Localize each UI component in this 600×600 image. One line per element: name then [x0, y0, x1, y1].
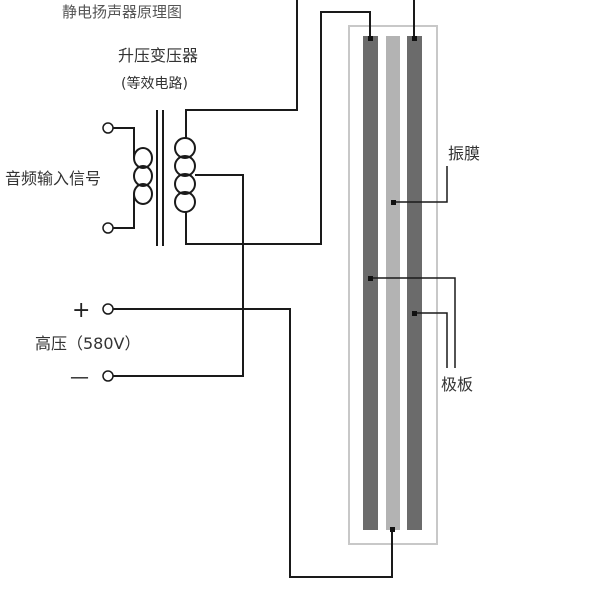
- left-plate-top-contact: [368, 36, 373, 41]
- terminals: [102, 122, 114, 382]
- primary-coil: [133, 147, 153, 205]
- wire-secondary-bottom-to-left-plate: [185, 11, 371, 245]
- transformer-label: 升压变压器: [118, 46, 198, 65]
- right-plate-top-contact: [412, 36, 417, 41]
- wires: [113, 0, 456, 578]
- hv-minus-terminal: [102, 370, 114, 382]
- leader-left-plate: [371, 277, 456, 368]
- wire-plus-to-diaphragm: [113, 308, 393, 578]
- speaker-panel: [348, 25, 438, 545]
- primary-coil-loop: [133, 165, 153, 187]
- hv-label: 高压（580V）: [35, 334, 141, 353]
- audio-input-label: 音频输入信号: [5, 169, 101, 188]
- wire-center-tap-to-minus: [113, 174, 244, 377]
- secondary-coil-loop: [174, 155, 196, 177]
- right-plate-leader-point: [412, 311, 417, 316]
- hv-minus-sign: —: [70, 366, 89, 388]
- transformer-sublabel: (等效电路): [121, 75, 188, 92]
- left-plate: [363, 36, 378, 530]
- leader-right-plate: [414, 312, 448, 368]
- audio-input-terminal-top: [102, 122, 114, 134]
- diaphragm-leader-point: [391, 200, 396, 205]
- diagram-title: 静电扬声器原理图: [62, 3, 182, 21]
- left-plate-leader-point: [368, 276, 373, 281]
- diaphragm: [386, 36, 400, 530]
- connection-points: [368, 36, 417, 532]
- audio-input-terminal-bottom: [102, 222, 114, 234]
- diaphragm-bottom-contact: [390, 527, 395, 532]
- leader-diaphragm: [393, 166, 448, 203]
- secondary-coil: [174, 137, 196, 213]
- plate-label: 极板: [441, 375, 473, 394]
- right-plate: [407, 36, 422, 530]
- wire-input-bottom: [113, 194, 135, 229]
- secondary-coil-loop: [174, 173, 196, 195]
- diaphragm-label: 振膜: [448, 144, 480, 163]
- hv-plus-sign: +: [72, 298, 90, 323]
- wire-secondary-top-to-right-plate: [185, 0, 298, 138]
- wire-input-top: [113, 127, 135, 158]
- hv-plus-terminal: [102, 303, 114, 315]
